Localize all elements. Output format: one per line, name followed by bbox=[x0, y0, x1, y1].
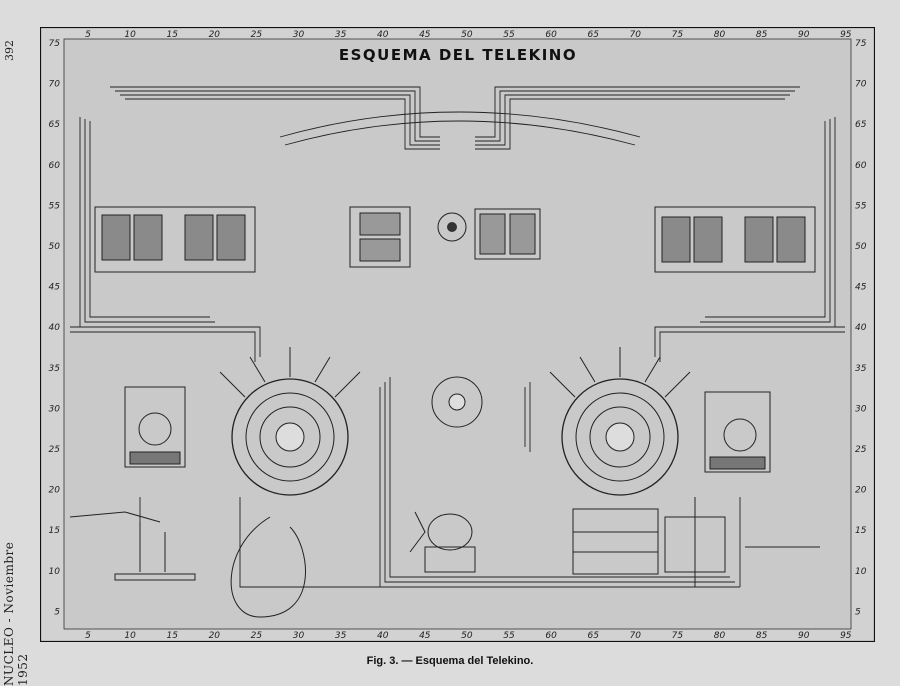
scale-tick-label: 70 bbox=[630, 631, 642, 641]
scale-tick-label: 5 bbox=[54, 607, 60, 617]
scale-tick-label: 35 bbox=[335, 30, 347, 40]
scale-tick-label: 45 bbox=[419, 631, 431, 641]
scale-tick-label: 85 bbox=[756, 30, 768, 40]
scale-tick-label: 90 bbox=[798, 30, 810, 40]
scale-tick-label: 60 bbox=[855, 161, 867, 171]
cable-loop bbox=[230, 516, 306, 618]
scale-tick-label: 35 bbox=[335, 631, 347, 641]
scale-tick-label: 5 bbox=[85, 30, 91, 40]
right-scale: 75 70 65 60 55 50 45 40 35 30 25 20 15 10 5 bbox=[855, 39, 867, 617]
scale-tick-label: 65 bbox=[49, 120, 61, 130]
scale-tick-label: 45 bbox=[419, 30, 431, 40]
right-distributor bbox=[549, 347, 691, 496]
scale-tick-label: 90 bbox=[798, 631, 810, 641]
scale-tick-label: 55 bbox=[855, 201, 867, 211]
scale-tick-label: 30 bbox=[49, 404, 61, 414]
scale-tick-label: 50 bbox=[461, 631, 473, 641]
scale-tick-label: 50 bbox=[49, 242, 61, 252]
scale-tick-label: 75 bbox=[855, 39, 867, 49]
scale-tick-label: 50 bbox=[461, 30, 473, 40]
scale-tick-label: 15 bbox=[166, 30, 178, 40]
scale-tick-label: 60 bbox=[49, 161, 61, 171]
scale-tick-label: 95 bbox=[840, 30, 852, 40]
scale-tick-label: 20 bbox=[209, 30, 221, 40]
right-motor-unit bbox=[704, 391, 771, 473]
scale-tick-label: 65 bbox=[587, 631, 599, 641]
left-relay-block bbox=[94, 206, 256, 273]
scale-tick-label: 10 bbox=[855, 567, 867, 577]
rotary-selector bbox=[431, 376, 483, 428]
bottom-scale: 5 10 15 20 25 30 35 40 45 50 55 60 65 70 75 80 85 90 95 bbox=[85, 631, 852, 641]
scale-tick-label: 15 bbox=[855, 526, 867, 536]
scale-tick-label: 70 bbox=[630, 30, 642, 40]
scale-tick-label: 40 bbox=[49, 323, 61, 333]
scale-tick-label: 40 bbox=[377, 631, 389, 641]
scale-tick-label: 25 bbox=[251, 631, 263, 641]
scale-tick-label: 80 bbox=[714, 30, 726, 40]
scale-tick-label: 70 bbox=[49, 80, 61, 90]
central-panel bbox=[349, 206, 541, 268]
scale-tick-label: 45 bbox=[855, 283, 867, 293]
scale-tick-label: 55 bbox=[503, 631, 515, 641]
scale-tick-label: 40 bbox=[855, 323, 867, 333]
scale-tick-label: 15 bbox=[166, 631, 178, 641]
scale-tick-label: 25 bbox=[49, 445, 61, 455]
scale-tick-label: 10 bbox=[124, 631, 136, 641]
left-distributor bbox=[219, 347, 361, 496]
diagram-title: ESQUEMA DEL TELEKINO bbox=[339, 46, 577, 64]
scale-tick-label: 75 bbox=[49, 39, 61, 49]
propeller-motor bbox=[409, 511, 476, 573]
scale-tick-label: 5 bbox=[855, 607, 861, 617]
scale-tick-label: 70 bbox=[855, 80, 867, 90]
figure-caption: Fig. 3. — Esquema del Telekino. bbox=[366, 655, 534, 667]
scale-tick-label: 25 bbox=[855, 445, 867, 455]
scale-tick-label: 40 bbox=[377, 30, 389, 40]
scale-tick-label: 35 bbox=[855, 364, 867, 374]
scale-tick-label: 65 bbox=[587, 30, 599, 40]
scale-tick-label: 65 bbox=[855, 120, 867, 130]
top-scale: 5 10 15 20 25 30 35 40 45 50 55 60 65 70 75 80 85 90 95 bbox=[85, 30, 852, 40]
scale-tick-label: 30 bbox=[855, 404, 867, 414]
scale-tick-label: 5 bbox=[85, 631, 91, 641]
scale-tick-label: 20 bbox=[49, 486, 61, 496]
scale-tick-label: 30 bbox=[293, 631, 305, 641]
scale-tick-label: 35 bbox=[49, 364, 61, 374]
telegraph-key bbox=[69, 511, 196, 581]
page-number: 392 bbox=[3, 40, 16, 61]
scale-tick-label: 85 bbox=[756, 631, 768, 641]
scale-tick-label: 95 bbox=[840, 631, 852, 641]
right-relay-block bbox=[654, 206, 816, 273]
scale-tick-label: 60 bbox=[545, 631, 557, 641]
left-motor-unit bbox=[124, 386, 186, 468]
scale-tick-label: 15 bbox=[49, 526, 61, 536]
scale-tick-label: 55 bbox=[49, 201, 61, 211]
wiring bbox=[70, 86, 845, 588]
left-scale: 75 70 65 60 55 50 45 40 35 30 25 20 15 10 5 bbox=[49, 39, 61, 617]
scale-tick-label: 20 bbox=[855, 486, 867, 496]
scale-tick-label: 60 bbox=[545, 30, 557, 40]
scale-tick-label: 30 bbox=[293, 30, 305, 40]
scale-tick-label: 75 bbox=[672, 631, 684, 641]
scale-tick-label: 55 bbox=[503, 30, 515, 40]
scale-tick-label: 50 bbox=[855, 242, 867, 252]
scale-tick-label: 45 bbox=[49, 283, 61, 293]
scale-tick-label: 80 bbox=[714, 631, 726, 641]
scale-tick-label: 20 bbox=[209, 631, 221, 641]
switch-bank bbox=[572, 497, 726, 587]
drawing-area bbox=[63, 38, 852, 630]
scale-tick-label: 10 bbox=[49, 567, 61, 577]
scale-tick-label: 75 bbox=[672, 30, 684, 40]
scale-tick-label: 10 bbox=[124, 30, 136, 40]
scale-tick-label: 25 bbox=[251, 30, 263, 40]
